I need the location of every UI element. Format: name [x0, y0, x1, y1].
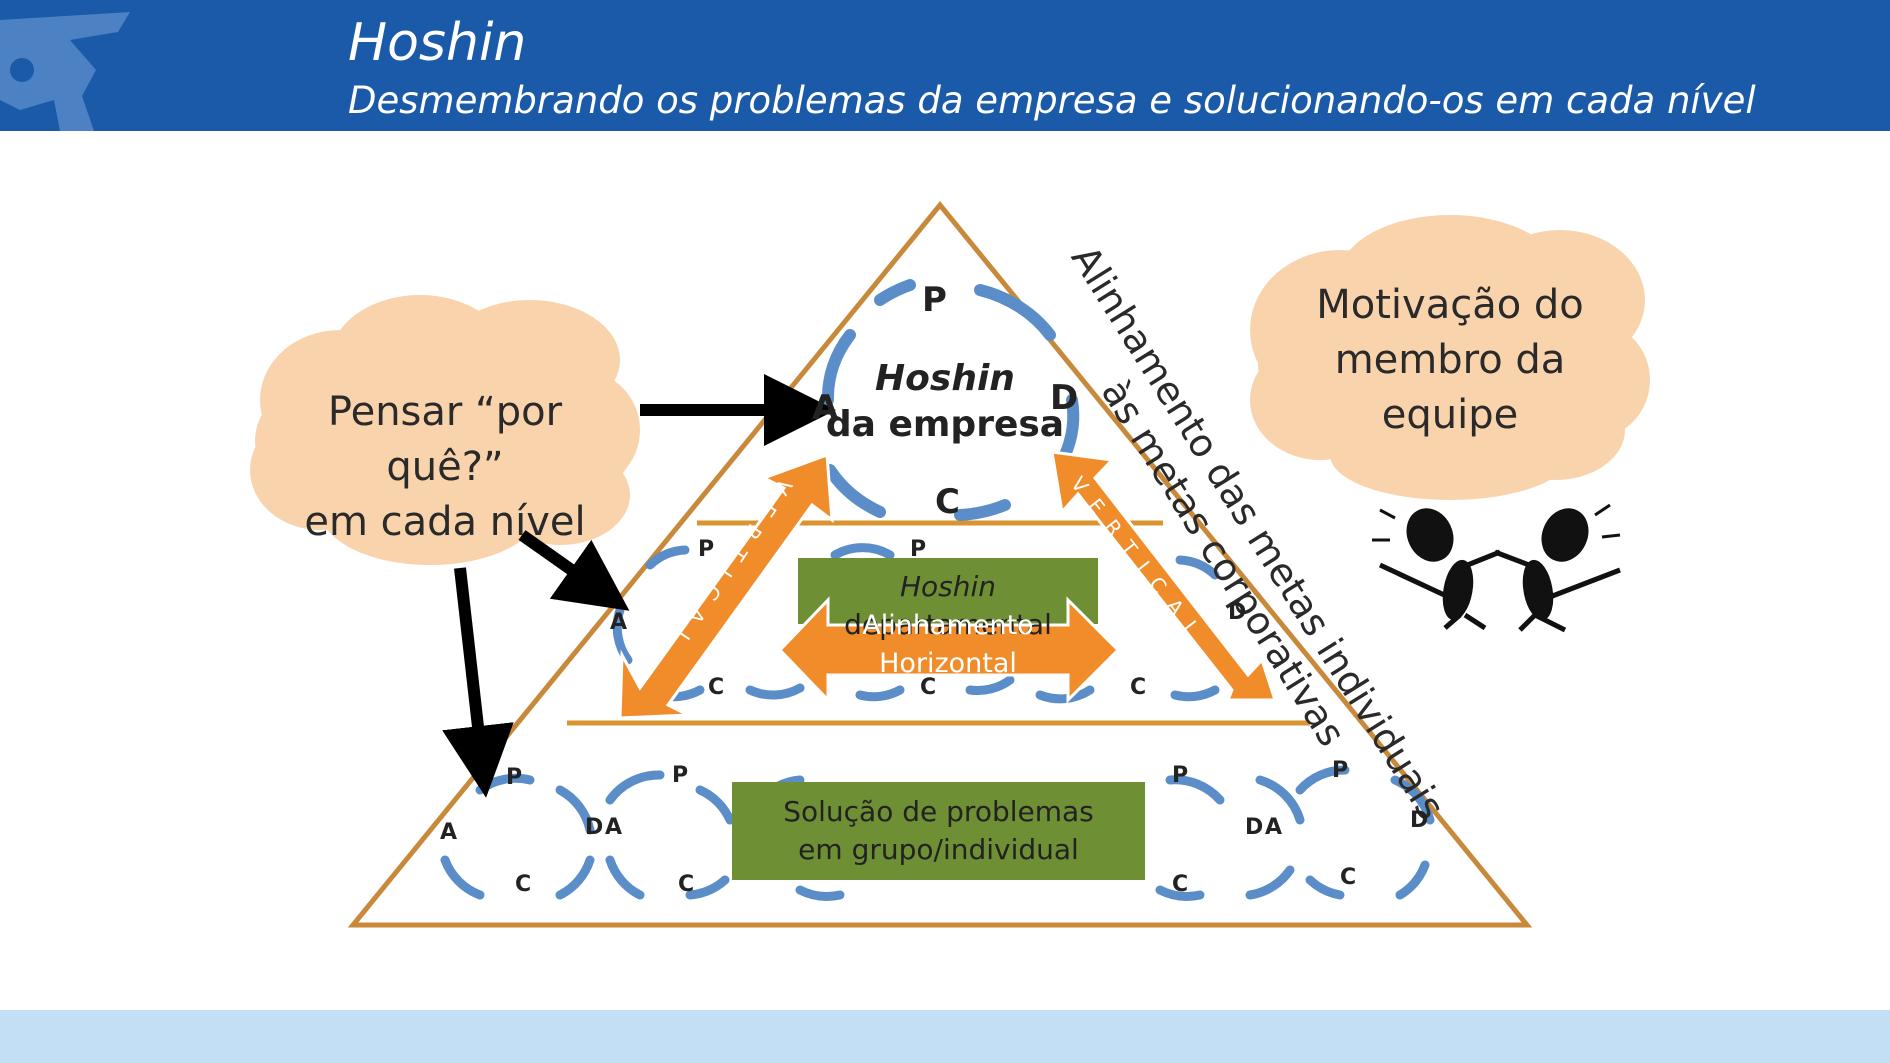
- right-cloud-line-3: equipe: [1381, 392, 1519, 438]
- company-hoshin-line-1: Hoshin: [875, 358, 1015, 399]
- horizontal-alignment-label: Alinhamento Horizontal: [828, 607, 1068, 683]
- bottom-cycle-5-d: D: [1410, 808, 1429, 833]
- company-hoshin-line-2: da empresa: [825, 404, 1065, 445]
- right-cloud-text: Motivação do membro da equipe: [1290, 278, 1610, 443]
- top-cycle-d: D: [1050, 378, 1079, 418]
- top-cycle-c: C: [935, 482, 960, 522]
- mid-cycle-1-p: P: [698, 537, 715, 562]
- right-cloud: [1250, 215, 1650, 500]
- bottom-cycle-2-c: C: [678, 872, 695, 897]
- horizontal-alignment-arrow: [777, 596, 1121, 704]
- horizontal-alignment-line-2: Horizontal: [879, 648, 1017, 679]
- departmental-hoshin-italic: Hoshin: [899, 570, 997, 603]
- bottom-cycle-4-c: C: [1172, 872, 1189, 897]
- bottom-cycle-5-a: A: [1265, 815, 1283, 840]
- page-title: Hoshin: [348, 13, 527, 73]
- mid-cycle-1-c: C: [708, 675, 725, 700]
- left-cloud-text: Pensar “por quê?” em cada nível: [270, 385, 620, 550]
- problem-solving-line-2: em grupo/individual: [798, 833, 1079, 866]
- header-bar: Hoshin Desmembrando os problemas da empr…: [0, 0, 1890, 131]
- mid-cycle-3-c: C: [1130, 675, 1147, 700]
- bottom-pdca-cycles: [440, 765, 1435, 901]
- bottom-cycle-5-p: P: [1332, 758, 1349, 783]
- departmental-hoshin-rest: departamental: [844, 608, 1052, 641]
- departmental-hoshin-label: Hoshin departamental: [798, 568, 1098, 644]
- bottom-cycle-1-a: A: [440, 820, 458, 845]
- left-cloud: [250, 295, 640, 565]
- page-subtitle: Desmembrando os problemas da empresa e s…: [348, 79, 1756, 122]
- bottom-cycle-5-c: C: [1340, 865, 1357, 890]
- team-members-icon: [1372, 503, 1621, 633]
- problem-solving-line-1: Solução de problemas: [783, 795, 1094, 828]
- mid-cycle-3-d: D: [1228, 600, 1247, 625]
- bottom-cycle-1-p: P: [506, 765, 523, 790]
- right-vertical-arrow: [1050, 450, 1278, 702]
- horizontal-alignment-line-1: Alinhamento: [862, 610, 1034, 641]
- right-cloud-line-1: Motivação do: [1316, 282, 1584, 328]
- left-cloud-line-1: Pensar “por quê?”: [327, 389, 563, 490]
- bottom-cycle-4-d: D: [1245, 815, 1264, 840]
- why-arrows: [442, 374, 836, 798]
- bottom-cycle-2-p: P: [672, 763, 689, 788]
- left-cloud-line-2: em cada nível: [304, 499, 586, 545]
- top-cycle-a: A: [812, 388, 839, 428]
- bottom-cycle-1-d: D: [585, 815, 604, 840]
- left-vertical-arrow: [618, 452, 834, 720]
- problem-solving-box: [732, 782, 1145, 880]
- departmental-box: [798, 558, 1098, 624]
- mid-cycle-2-p: P: [910, 537, 927, 562]
- company-hoshin-label: Hoshin da empresa: [820, 356, 1070, 448]
- mid-cycle-1-a: A: [610, 610, 628, 635]
- logo-icon: [0, 12, 130, 131]
- footer-bar: [0, 1010, 1890, 1063]
- right-cloud-line-2: membro da: [1334, 337, 1566, 383]
- bottom-cycle-2-a: A: [605, 815, 623, 840]
- top-cycle-p: P: [922, 280, 947, 320]
- mid-cycle-2-c: C: [920, 675, 937, 700]
- problem-solving-label: Solução de problemas em grupo/individual: [732, 793, 1145, 869]
- bottom-cycle-1-c: C: [515, 872, 532, 897]
- bottom-cycle-4-p: P: [1172, 763, 1189, 788]
